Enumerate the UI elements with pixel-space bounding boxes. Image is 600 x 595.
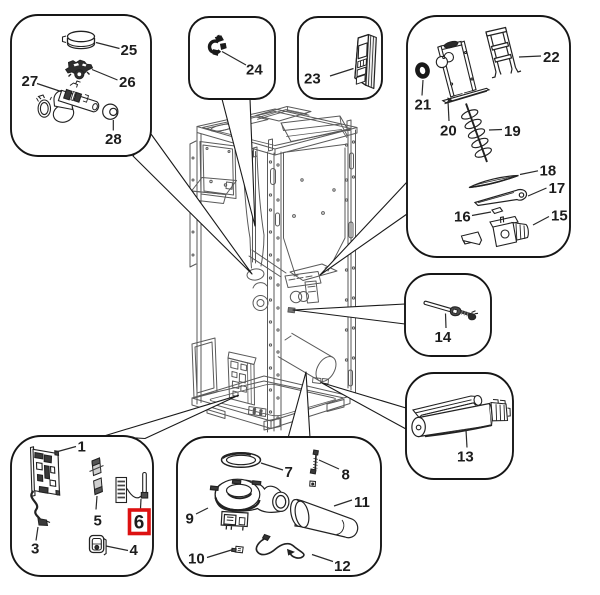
svg-text:16: 16	[454, 209, 471, 226]
svg-text:9: 9	[186, 511, 194, 528]
svg-text:28: 28	[105, 131, 122, 148]
svg-text:23: 23	[304, 71, 321, 88]
svg-text:11: 11	[354, 494, 370, 511]
svg-text:22: 22	[543, 49, 560, 66]
svg-text:10: 10	[188, 551, 205, 568]
svg-text:24: 24	[246, 62, 263, 79]
svg-text:25: 25	[121, 42, 138, 59]
svg-text:5: 5	[94, 513, 102, 530]
svg-text:6: 6	[134, 513, 145, 534]
svg-text:3: 3	[31, 541, 39, 558]
svg-text:26: 26	[119, 74, 136, 91]
svg-text:21: 21	[415, 97, 432, 114]
svg-text:12: 12	[334, 558, 351, 575]
svg-text:14: 14	[435, 329, 452, 346]
svg-text:20: 20	[440, 123, 457, 140]
svg-text:1: 1	[78, 439, 86, 456]
svg-text:15: 15	[551, 208, 568, 225]
svg-text:13: 13	[457, 449, 474, 466]
svg-text:4: 4	[130, 542, 139, 559]
svg-text:19: 19	[504, 123, 521, 140]
svg-text:27: 27	[22, 73, 39, 90]
svg-text:17: 17	[549, 180, 566, 197]
svg-text:18: 18	[540, 163, 557, 180]
svg-text:8: 8	[342, 467, 350, 484]
svg-text:7: 7	[285, 464, 293, 481]
